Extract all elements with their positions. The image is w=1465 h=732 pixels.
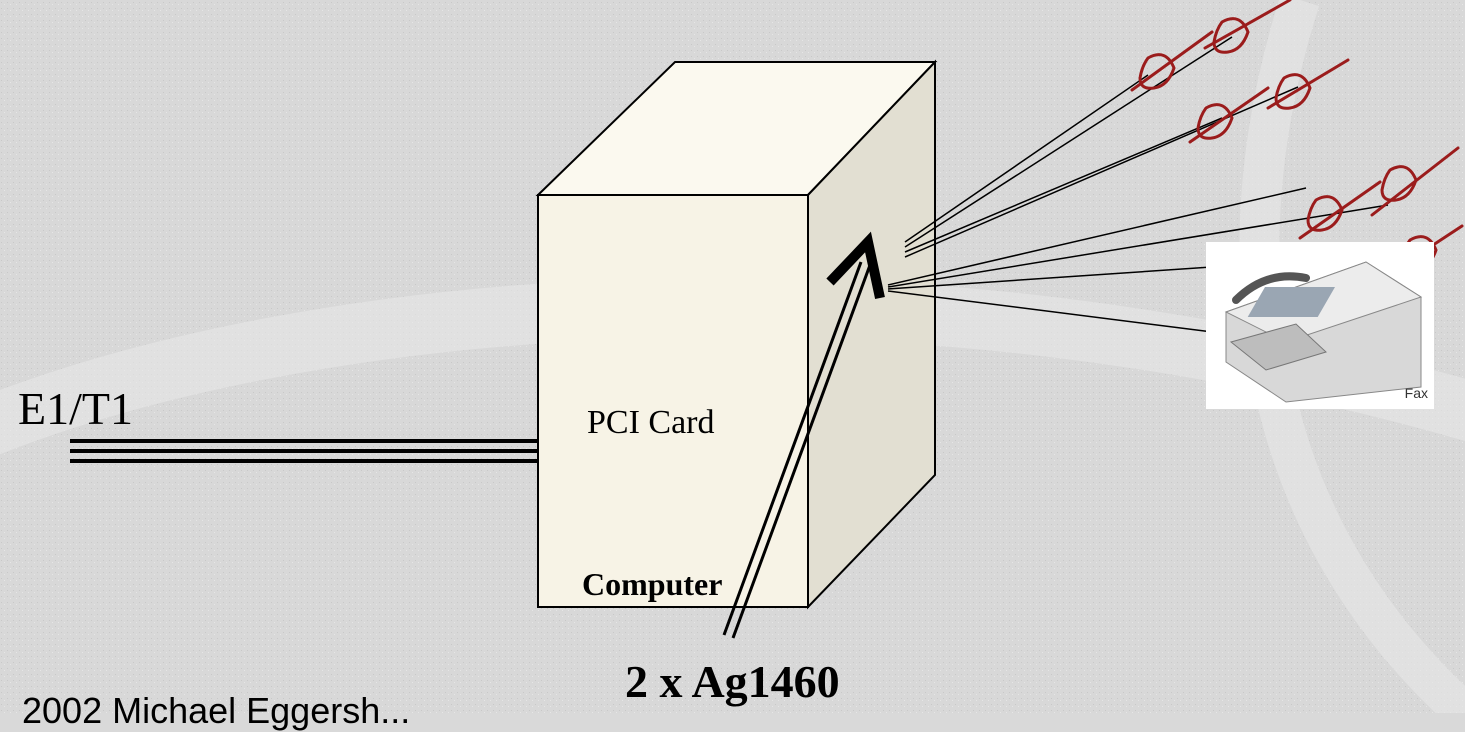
handset-icon	[1266, 58, 1350, 110]
pci-card-label: PCI Card	[587, 404, 715, 441]
handset-icon	[1370, 146, 1460, 217]
board-arrow	[722, 231, 885, 639]
handset-icon	[1203, 0, 1292, 54]
computer-label: Computer	[582, 566, 723, 602]
board-label: 2 x Ag1460	[625, 656, 840, 707]
handset-icon	[1298, 180, 1382, 240]
fax-machine-icon: Fax	[1206, 242, 1434, 409]
computer-box	[535, 59, 938, 610]
copyright-text: 2002 Michael Eggersh...	[22, 690, 411, 731]
e1-trunk-lines	[70, 439, 538, 463]
fax-label: Fax	[1404, 385, 1428, 401]
handset-icon	[1188, 86, 1270, 144]
fax-machine-drawing	[1224, 261, 1423, 403]
e1-t1-label: E1/T1	[18, 383, 133, 434]
handset-icon	[1130, 30, 1214, 92]
